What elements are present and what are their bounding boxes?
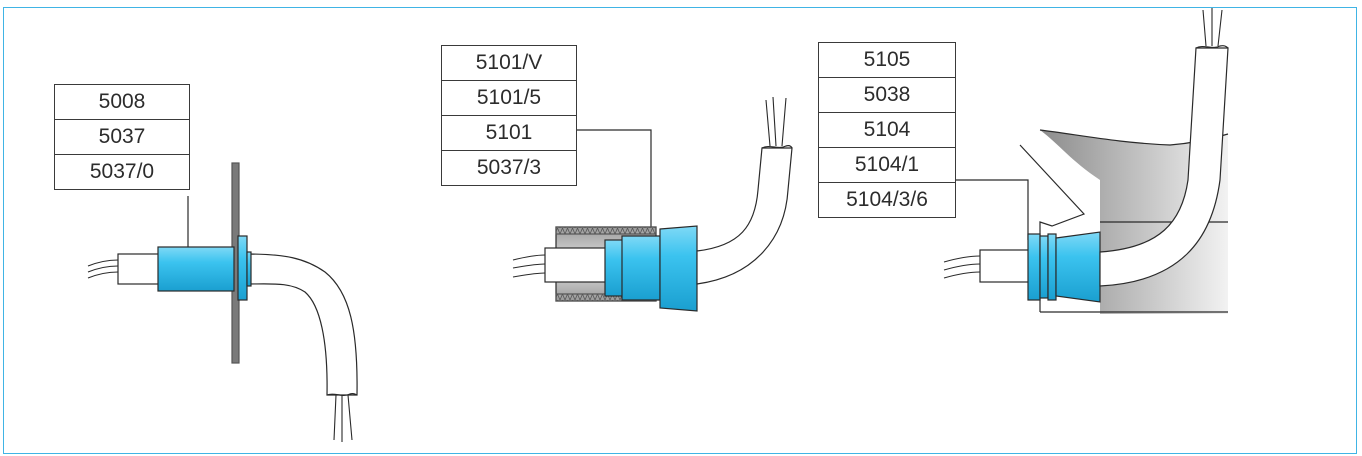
part-label: 5008	[54, 84, 190, 120]
part-label: 5104/1	[818, 147, 956, 183]
diagram-a-drawing	[87, 162, 358, 442]
part-label: 5037	[54, 119, 190, 155]
leader-line-c	[955, 179, 1029, 240]
part-label: 5104/3/6	[818, 182, 956, 218]
diagram-b-drawing	[512, 96, 793, 312]
diagram-frame	[3, 7, 1357, 454]
part-table-c: 5105 5038 5104 5104/1 5104/3/6	[818, 42, 956, 218]
part-label: 5037/0	[54, 154, 190, 190]
part-label: 5038	[818, 77, 956, 113]
diagram-c-drawing	[943, 8, 1229, 314]
part-label: 5105	[818, 42, 956, 78]
part-table-b: 5101/V 5101/5 5101 5037/3	[441, 45, 577, 186]
part-label: 5101/5	[441, 80, 577, 116]
part-table-a: 5008 5037 5037/0	[54, 84, 190, 190]
leader-line-b	[577, 129, 652, 240]
part-label: 5104	[818, 112, 956, 148]
part-label: 5037/3	[441, 150, 577, 186]
part-label: 5101	[441, 115, 577, 151]
part-label: 5101/V	[441, 45, 577, 81]
